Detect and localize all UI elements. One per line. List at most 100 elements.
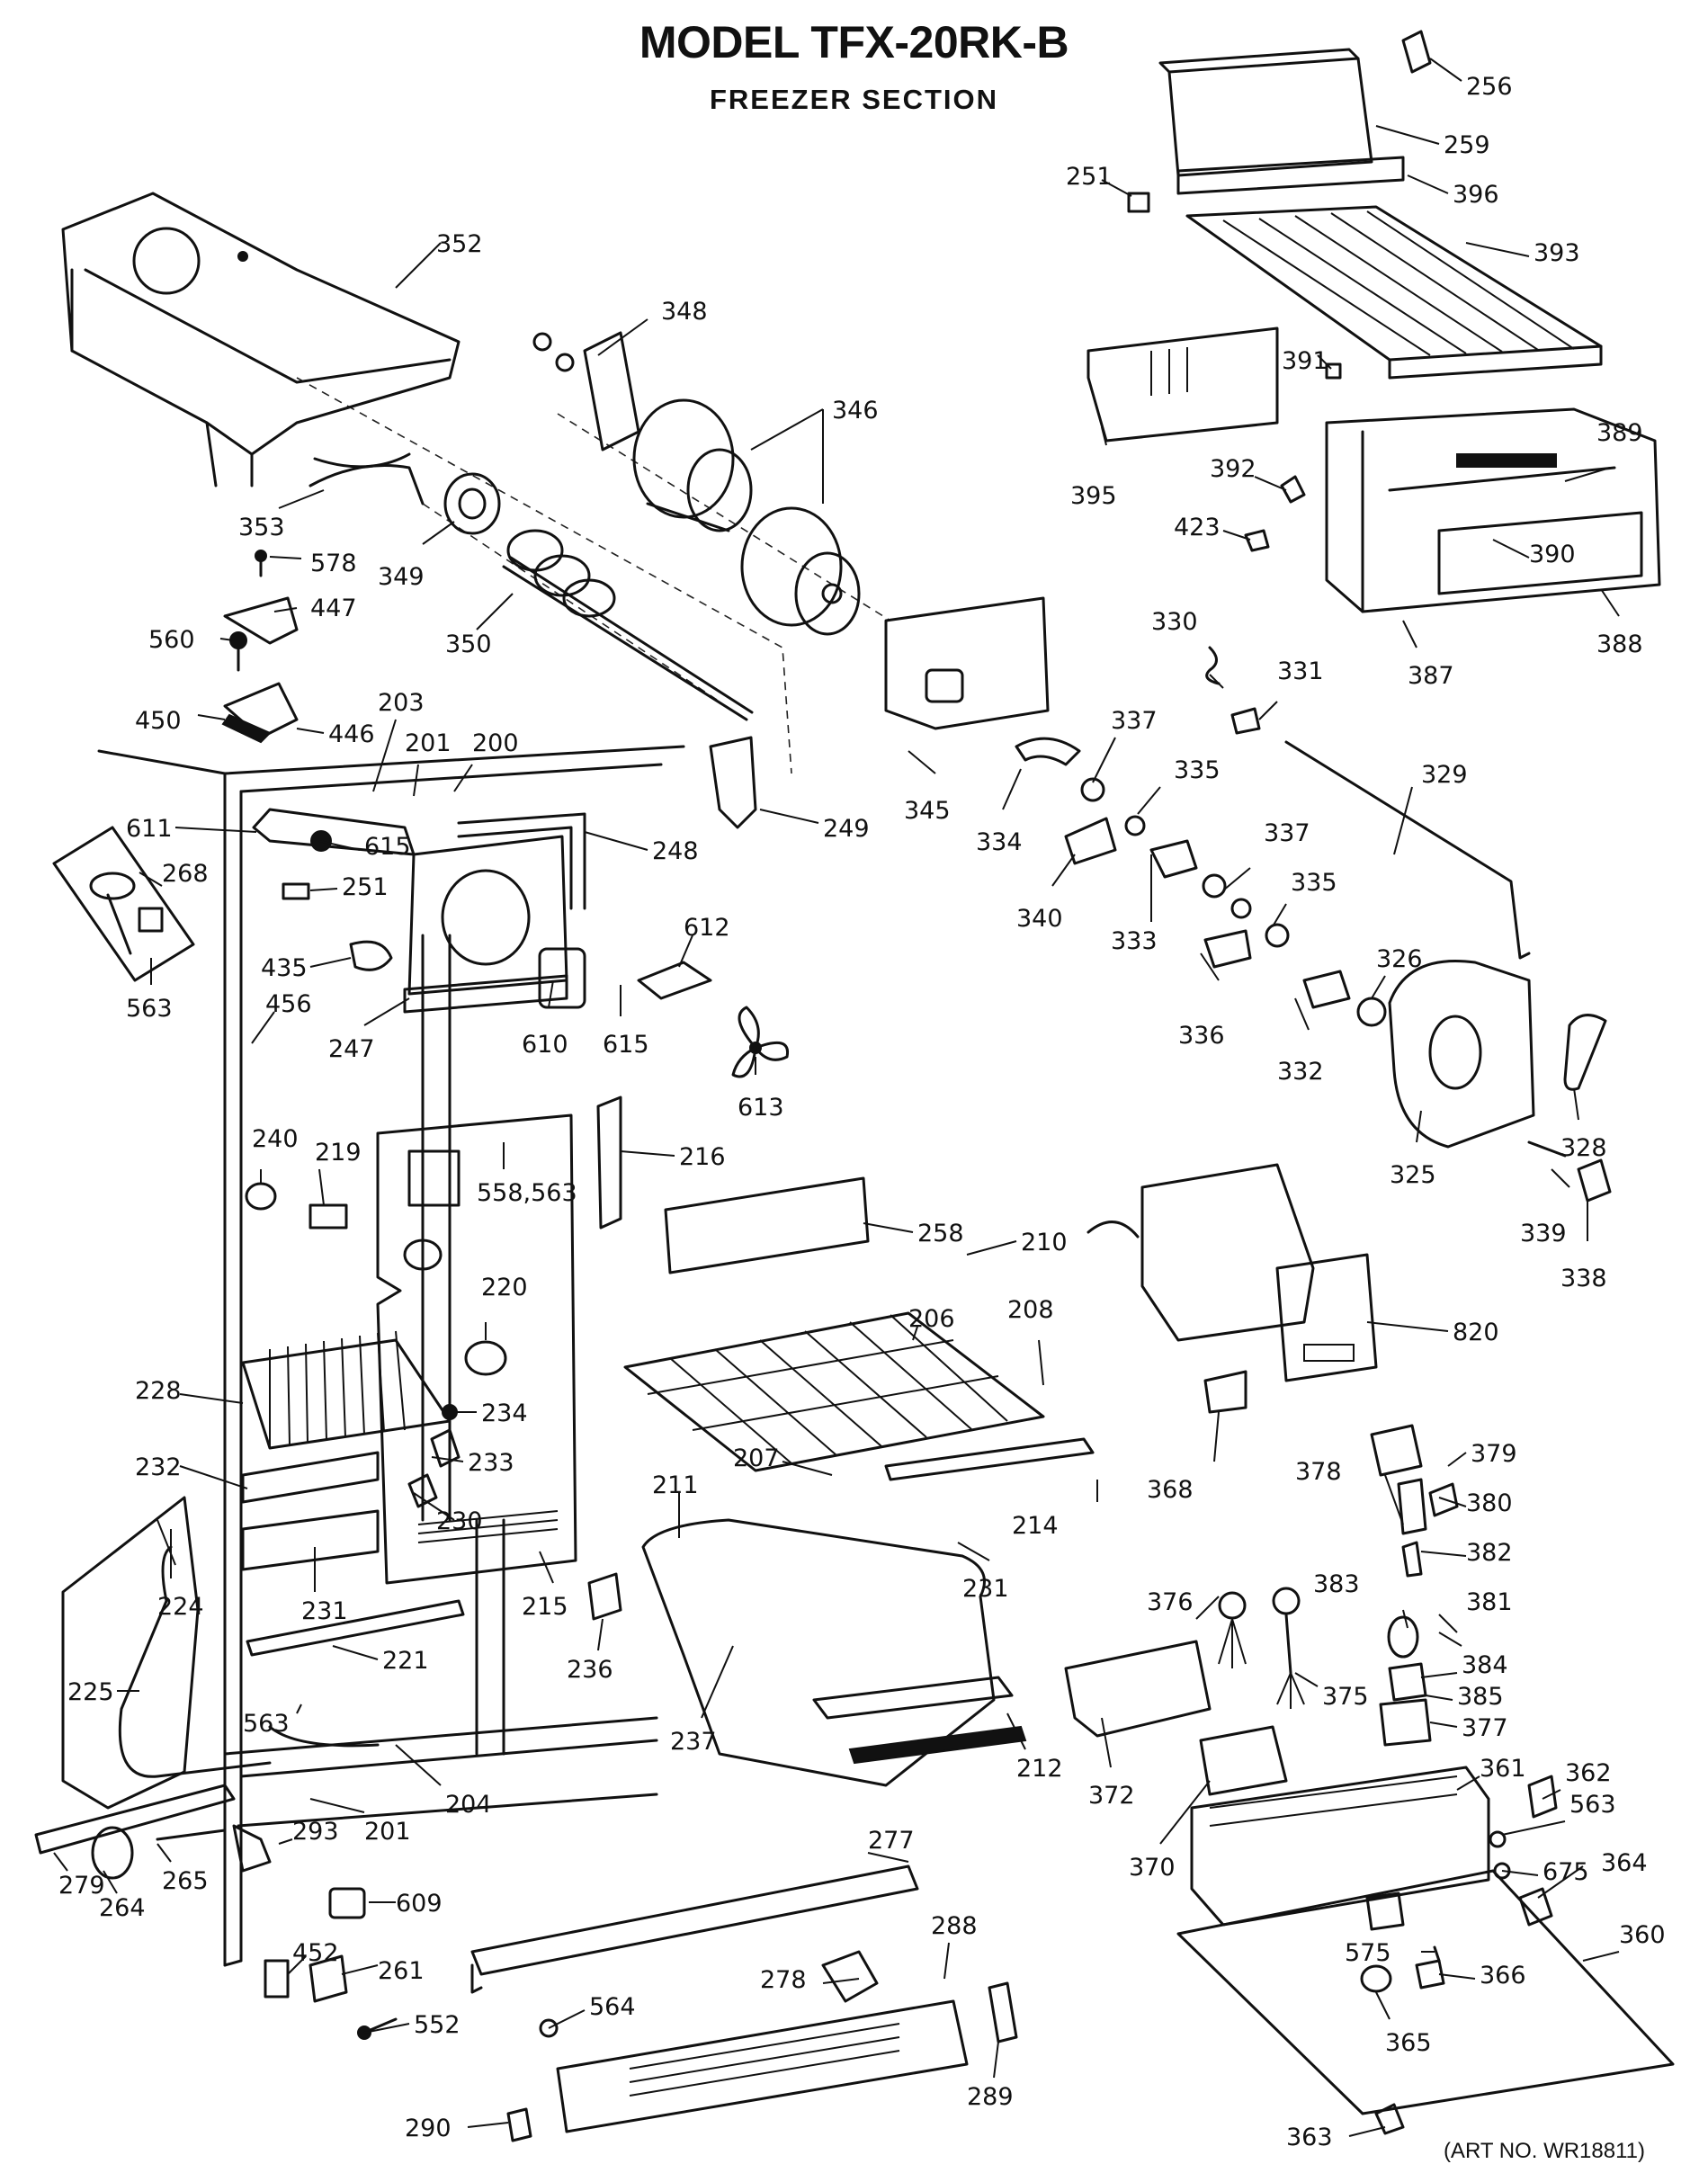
front-plate-345 xyxy=(884,596,1050,730)
clip-256 xyxy=(1401,30,1432,74)
callout-216: 216 xyxy=(679,1143,726,1171)
callout-234: 234 xyxy=(481,1399,528,1427)
callout-615: 615 xyxy=(364,833,411,861)
bracket-249 xyxy=(709,736,757,829)
detent-parts xyxy=(221,550,299,744)
callout-363: 363 xyxy=(1286,2124,1333,2151)
callout-372: 372 xyxy=(1088,1782,1135,1810)
callout-labels: 256 259 251 396 393 391 395 389 392 423 … xyxy=(58,73,1666,2151)
callout-384: 384 xyxy=(1462,1651,1508,1679)
switch-278 xyxy=(821,1950,879,2003)
callout-278: 278 xyxy=(760,1966,807,1994)
callout-221: 221 xyxy=(382,1647,429,1675)
callout-609: 609 xyxy=(396,1890,443,1918)
control-housing-361 xyxy=(1176,1766,1675,2115)
callout-335b: 335 xyxy=(1291,869,1337,897)
callout-289: 289 xyxy=(967,2083,1014,2111)
callout-256: 256 xyxy=(1466,73,1513,101)
callout-578: 578 xyxy=(310,550,357,577)
callout-268: 268 xyxy=(162,860,209,888)
grommet-220 xyxy=(464,1340,507,1376)
callout-446: 446 xyxy=(328,720,375,748)
callout-249: 249 xyxy=(823,815,870,843)
callout-362: 362 xyxy=(1565,1759,1612,1787)
grille-288 xyxy=(556,1999,969,2133)
callout-290: 290 xyxy=(405,2115,452,2142)
thermostat-240 xyxy=(245,1182,277,1211)
callout-615b: 615 xyxy=(603,1031,649,1059)
wire-harness-375-376 xyxy=(1218,1587,1305,1709)
channel-216 xyxy=(596,1095,622,1230)
callout-393: 393 xyxy=(1534,239,1580,267)
callout-240: 240 xyxy=(252,1125,299,1153)
callout-335: 335 xyxy=(1174,756,1221,784)
callout-233: 233 xyxy=(468,1449,514,1477)
diagram-title: MODEL TFX-20RK-B xyxy=(639,17,1069,67)
callout-349: 349 xyxy=(378,563,425,591)
clip-391 xyxy=(1325,362,1342,380)
cabinet-frame xyxy=(97,745,685,1967)
callout-560: 560 xyxy=(148,626,195,654)
diagram-subtitle: FREEZER SECTION xyxy=(709,84,999,115)
callout-203: 203 xyxy=(378,689,425,717)
callout-563: 563 xyxy=(126,995,173,1023)
cover-372 xyxy=(1064,1640,1212,1738)
callout-387: 387 xyxy=(1408,662,1454,690)
divider-slots xyxy=(1150,347,1188,396)
part-392 xyxy=(1280,475,1306,504)
callout-378: 378 xyxy=(1295,1458,1342,1486)
callout-450: 450 xyxy=(135,707,182,735)
rod-329 xyxy=(1284,740,1531,960)
wire-shelf-206 xyxy=(623,1311,1045,1472)
callout-331: 331 xyxy=(1277,657,1324,685)
fan-blade-613 xyxy=(731,1006,790,1078)
callout-339: 339 xyxy=(1520,1220,1567,1247)
callout-368: 368 xyxy=(1147,1476,1194,1504)
callout-206: 206 xyxy=(908,1305,955,1333)
callout-204: 204 xyxy=(445,1791,492,1819)
clip-290 xyxy=(506,2107,532,2142)
callout-251: 251 xyxy=(1066,163,1113,191)
callout-388: 388 xyxy=(1596,630,1643,658)
upper-brackets xyxy=(252,808,586,910)
callout-277: 277 xyxy=(868,1827,915,1855)
bracket-368 xyxy=(1203,1370,1247,1414)
drain-trough-221 xyxy=(246,1599,465,1657)
rail-277 xyxy=(470,1864,919,1976)
auger-assembly xyxy=(443,472,754,721)
part-423 xyxy=(1244,529,1270,552)
callout-210: 210 xyxy=(1021,1229,1068,1256)
callout-380: 380 xyxy=(1466,1489,1513,1517)
basket-211 xyxy=(641,1518,1027,1787)
callout-395: 395 xyxy=(1070,482,1117,510)
callout-558-563: 558,563 xyxy=(477,1179,577,1207)
callout-365: 365 xyxy=(1385,2029,1432,2057)
callout-361: 361 xyxy=(1480,1755,1526,1783)
callout-435: 435 xyxy=(261,954,308,982)
dispenser-housing-387 xyxy=(1325,407,1661,613)
callout-390: 390 xyxy=(1529,541,1576,568)
callout-385: 385 xyxy=(1457,1683,1504,1711)
callout-201b: 201 xyxy=(364,1818,411,1846)
assembly-guide-lines xyxy=(296,377,891,774)
trough-258 xyxy=(664,1176,870,1274)
plate-opening xyxy=(925,668,964,703)
part-338 xyxy=(1577,1158,1612,1203)
callout-376: 376 xyxy=(1147,1588,1194,1616)
callout-820: 820 xyxy=(1453,1319,1499,1346)
callout-236: 236 xyxy=(567,1656,613,1684)
callout-552: 552 xyxy=(414,2011,461,2039)
callout-230: 230 xyxy=(436,1507,483,1535)
callout-208: 208 xyxy=(1007,1296,1054,1324)
callout-337: 337 xyxy=(1111,707,1158,735)
lamp-435 xyxy=(349,940,393,971)
callout-338: 338 xyxy=(1560,1265,1607,1292)
callout-264: 264 xyxy=(99,1894,146,1922)
callout-328: 328 xyxy=(1560,1134,1607,1162)
callout-333: 333 xyxy=(1111,927,1158,955)
clip-612 xyxy=(637,961,712,1000)
rail-end xyxy=(470,1963,483,1994)
drain-parts xyxy=(407,1404,461,1508)
motor-housing-325 xyxy=(1356,959,1535,1149)
timer-370 xyxy=(1199,1725,1288,1796)
